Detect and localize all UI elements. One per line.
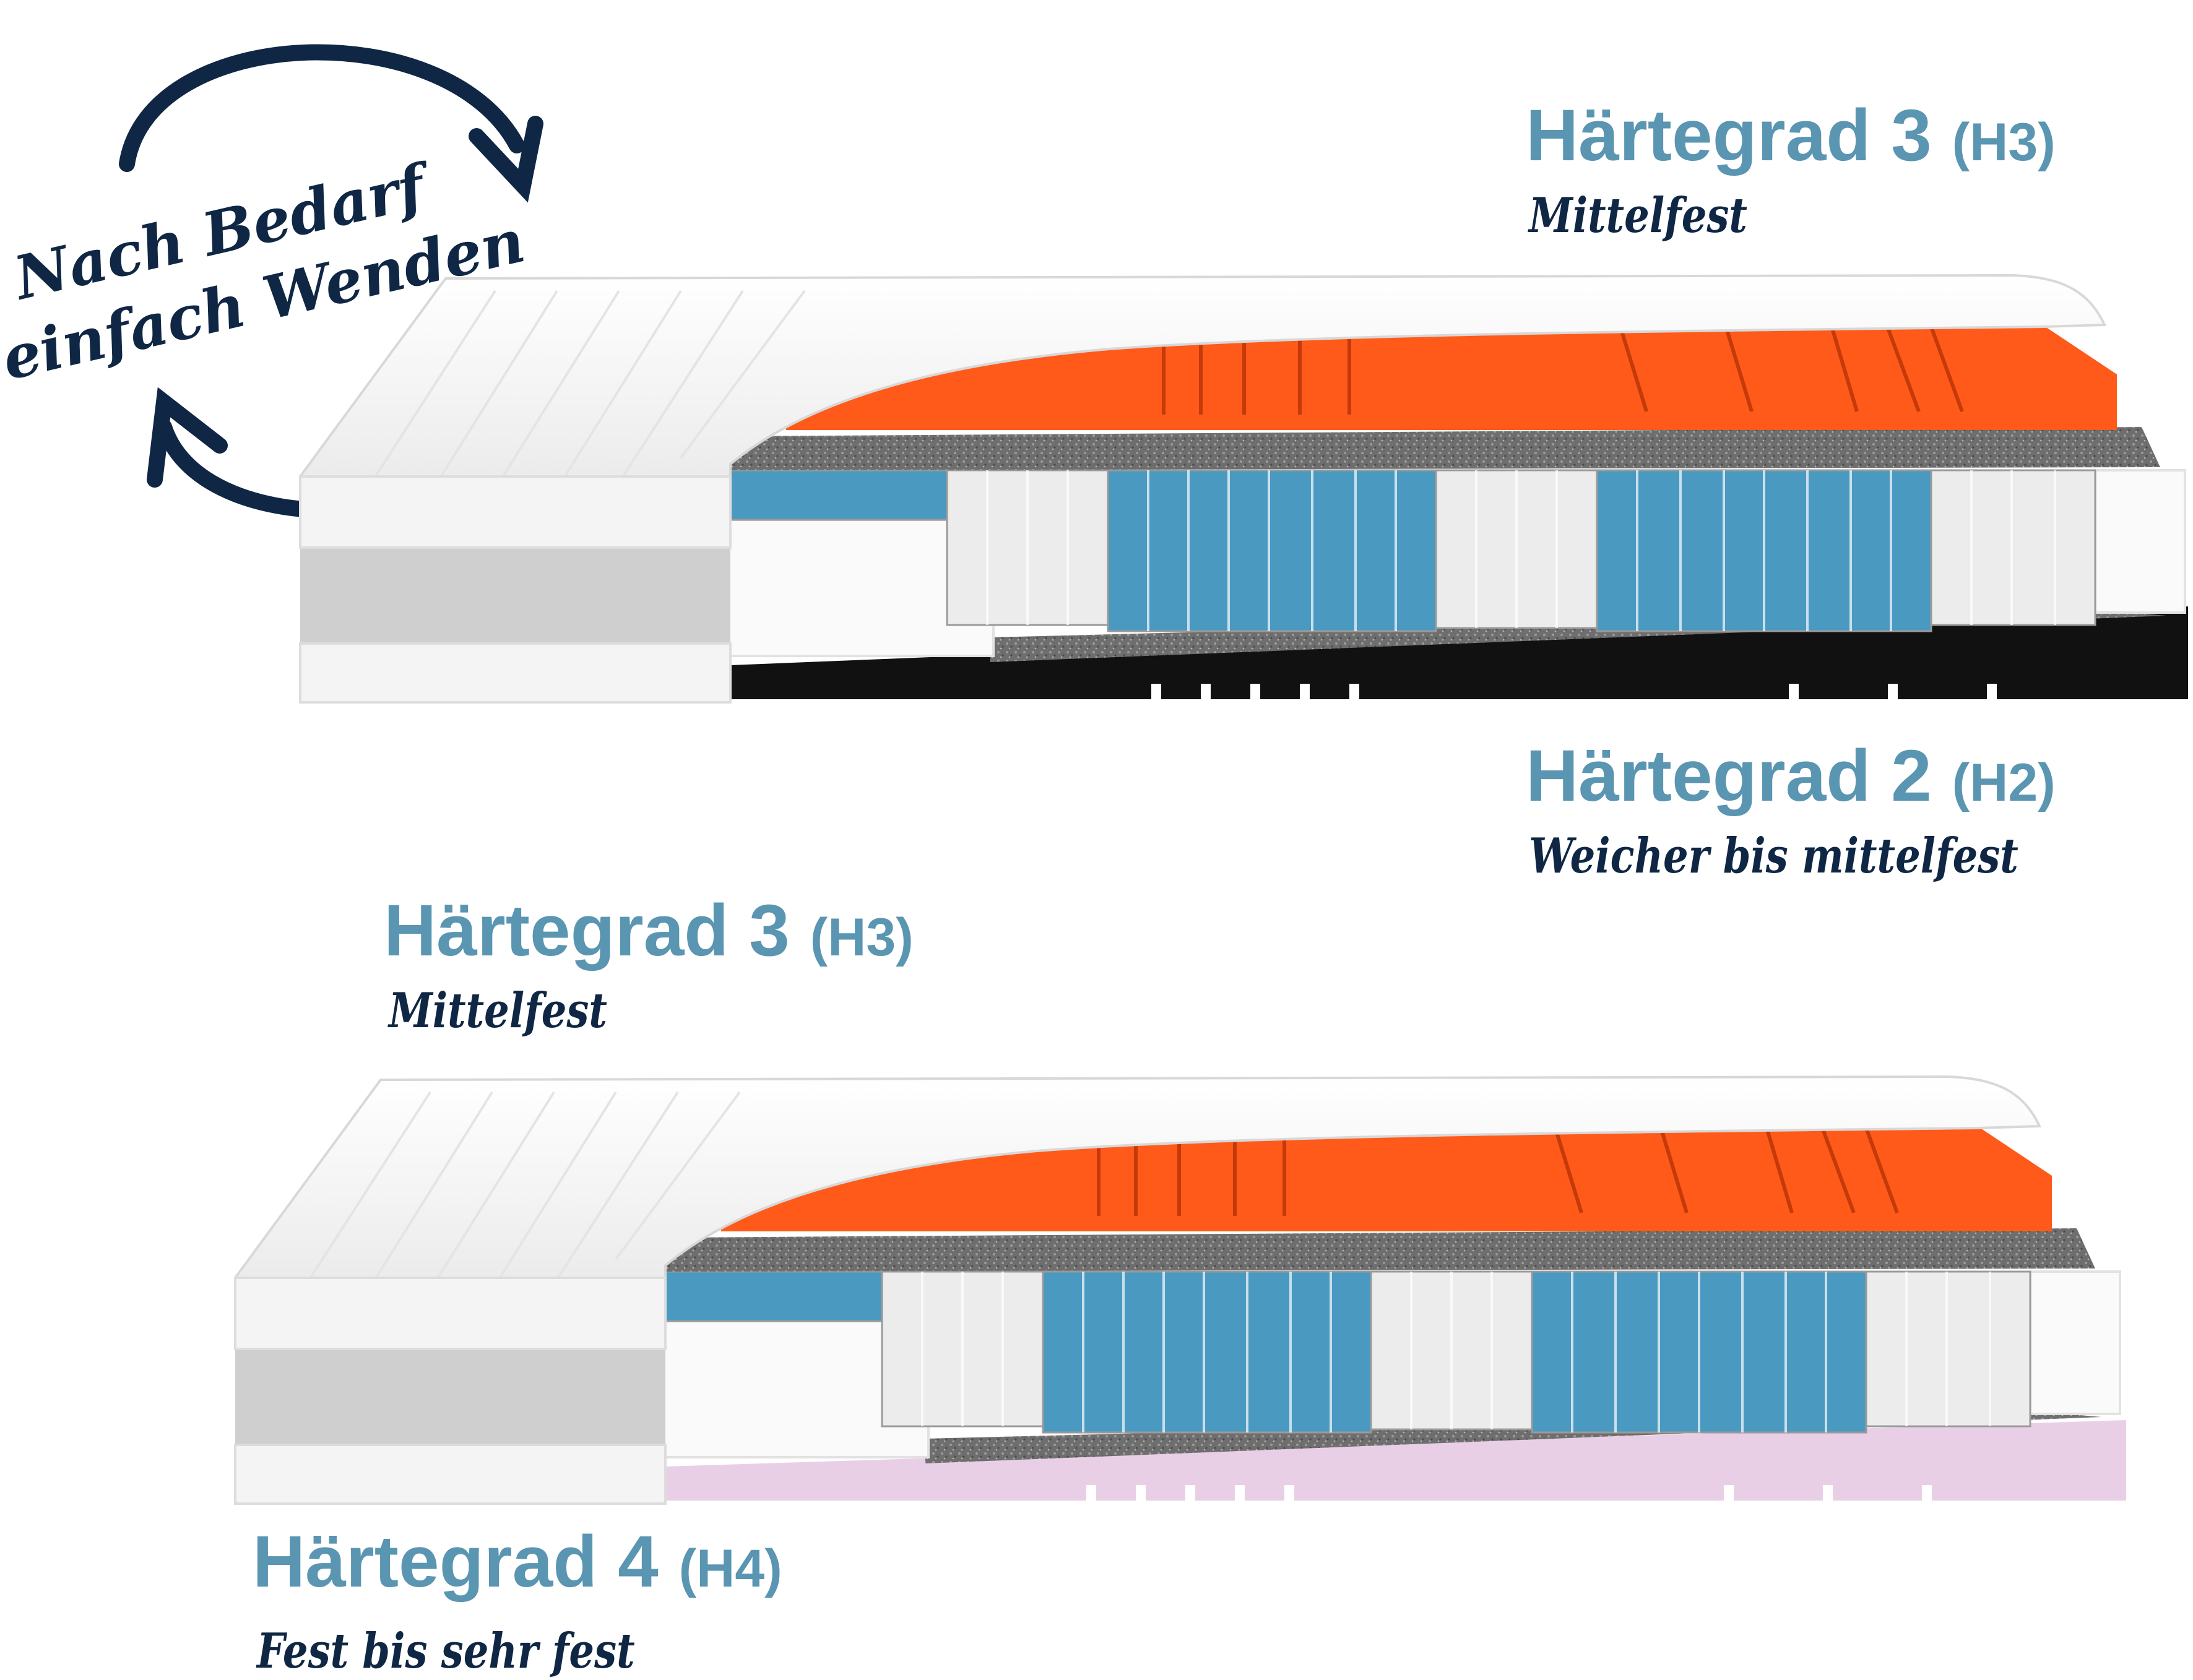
top-upper-subtitle: Mittelfest: [1529, 187, 1747, 244]
side-foam-block-right-h4: [2029, 1270, 2121, 1415]
spring-zone-soft-3: [1865, 1270, 2031, 1428]
foam-grooves: [1162, 325, 1964, 415]
cover-side-top-h4: [234, 1277, 667, 1350]
mattress-bottom: [234, 1075, 2126, 1505]
foam-grooves-h4: [1097, 1127, 1899, 1216]
bottom-upper-title-code: (H3): [810, 908, 914, 967]
bottom-lower-title-text: Härtegrad 4: [253, 1521, 659, 1603]
felt-layer-upper: [730, 427, 2160, 470]
bottom-upper-subtitle: Mittelfest: [389, 983, 607, 1039]
cover-side-bottom-h4: [234, 1444, 667, 1505]
top-upper-title: Härtegrad 3 (H3): [1526, 99, 2056, 172]
base-cutouts-h4: [1086, 1485, 1932, 1501]
cover-side-band: [300, 548, 730, 644]
bottom-lower-title: Härtegrad 4 (H4): [253, 1525, 782, 1598]
bottom-lower-subtitle: Fest bis sehr fest: [257, 1623, 635, 1679]
cover-top: [299, 274, 2107, 536]
mattress-top: [299, 274, 2188, 704]
base-core-h4: [665, 1420, 2126, 1501]
upper-arrow-head: [469, 116, 543, 203]
top-lower-subtitle: Weicher bis mittelfest: [1529, 828, 2018, 884]
spring-dividers: [986, 470, 2056, 631]
cover-side-bottom: [299, 642, 732, 704]
spring-zone-soft-3: [1930, 469, 2096, 626]
felt-layer-upper-h4: [665, 1228, 2095, 1272]
cover-top-h4: [234, 1075, 2042, 1338]
top-lower-title: Härtegrad 2 (H2): [1526, 739, 2056, 812]
spring-dividers-h4: [921, 1272, 1991, 1432]
cover-quilting-h4: [305, 1091, 741, 1291]
top-upper-title-code: (H3): [1952, 113, 2056, 172]
upper-arrow-curve: [119, 44, 525, 172]
cover-side-top: [299, 475, 732, 549]
bottom-upper-title: Härtegrad 3 (H3): [384, 894, 914, 967]
side-foam-block-right: [2094, 469, 2186, 614]
comfort-foam-layer-h4: [721, 1126, 2052, 1231]
spring-zone-firm-1: [729, 469, 948, 521]
spring-zone-firm-1: [664, 1270, 883, 1322]
comfort-foam-layer: [786, 325, 2117, 430]
top-lower-title-text: Härtegrad 2: [1526, 735, 1932, 817]
top-upper-title-text: Härtegrad 3: [1526, 95, 1932, 176]
top-lower-title-code: (H2): [1952, 753, 2056, 812]
lower-arrow-head: [147, 387, 228, 488]
cover-side-band-h4: [235, 1349, 665, 1445]
bottom-upper-title-text: Härtegrad 3: [384, 890, 790, 971]
spring-zone-firm-2: [1042, 1270, 1372, 1434]
cover-quilting: [370, 290, 806, 490]
bottom-lower-title-code: (H4): [678, 1539, 782, 1598]
base-cutouts: [1151, 684, 1997, 699]
spring-zone-firm-2: [1107, 469, 1437, 632]
